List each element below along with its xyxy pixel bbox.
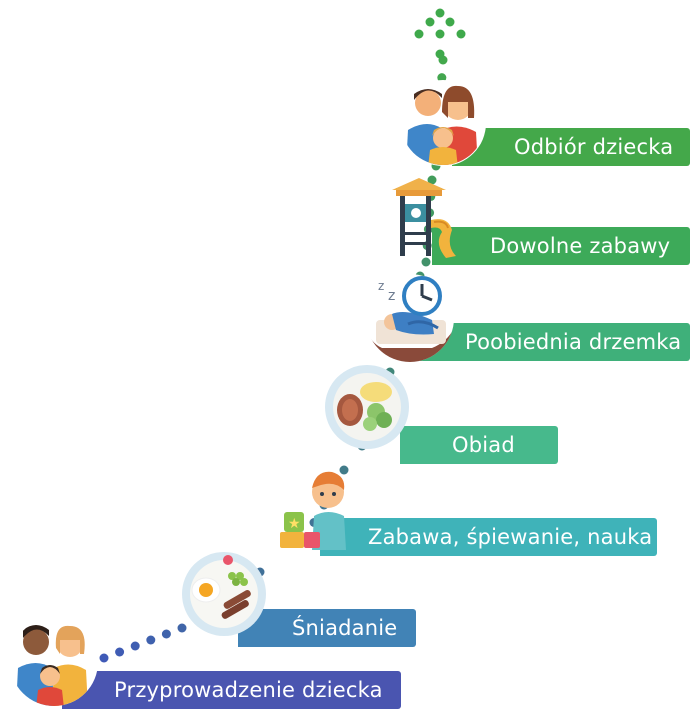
step-label-nap: Poobiednia drzemka [415, 323, 690, 361]
parents-pickup-icon [400, 80, 486, 166]
parents-children-icon [10, 618, 98, 706]
path-dot [146, 635, 156, 645]
step-label-free-play: Dowolne zabawy [432, 227, 690, 265]
step-text: Odbiór dziecka [514, 135, 674, 159]
path-dot [339, 465, 349, 475]
svg-text:★: ★ [288, 516, 301, 532]
step-text: Zabawa, śpiewanie, nauka [368, 525, 653, 549]
step-label-lunch: Obiad [400, 426, 558, 464]
step-text: Śniadanie [292, 616, 398, 640]
child-playing-icon: ★ [280, 471, 346, 550]
path-dot [427, 175, 437, 185]
path-dot [437, 73, 447, 83]
path-dot [161, 629, 171, 639]
step-label-breakfast: Śniadanie [238, 609, 416, 647]
path-dot [99, 653, 109, 663]
nap-clock-icon: z z [366, 274, 454, 362]
path-dot [177, 623, 187, 633]
step-text: Dowolne zabawy [490, 234, 671, 258]
path-dot [421, 257, 431, 267]
arrow-up-icon [414, 8, 466, 59]
path-dot [130, 641, 140, 651]
step-label-dropoff: Przyprowadzenie dziecka [62, 671, 401, 709]
step-text: Przyprowadzenie dziecka [114, 678, 383, 702]
step-text: Poobiednia drzemka [465, 330, 682, 354]
svg-text:z: z [388, 288, 395, 304]
dinner-plate-icon [325, 365, 409, 449]
svg-text:z: z [378, 279, 384, 293]
breakfast-plate-icon [182, 552, 266, 636]
step-label-pickup: Odbiór dziecka [452, 128, 690, 166]
path-dot [115, 647, 125, 657]
step-label-play-learn: Zabawa, śpiewanie, nauka [320, 518, 657, 556]
step-text: Obiad [452, 433, 515, 457]
playground-slide-icon [392, 178, 456, 258]
